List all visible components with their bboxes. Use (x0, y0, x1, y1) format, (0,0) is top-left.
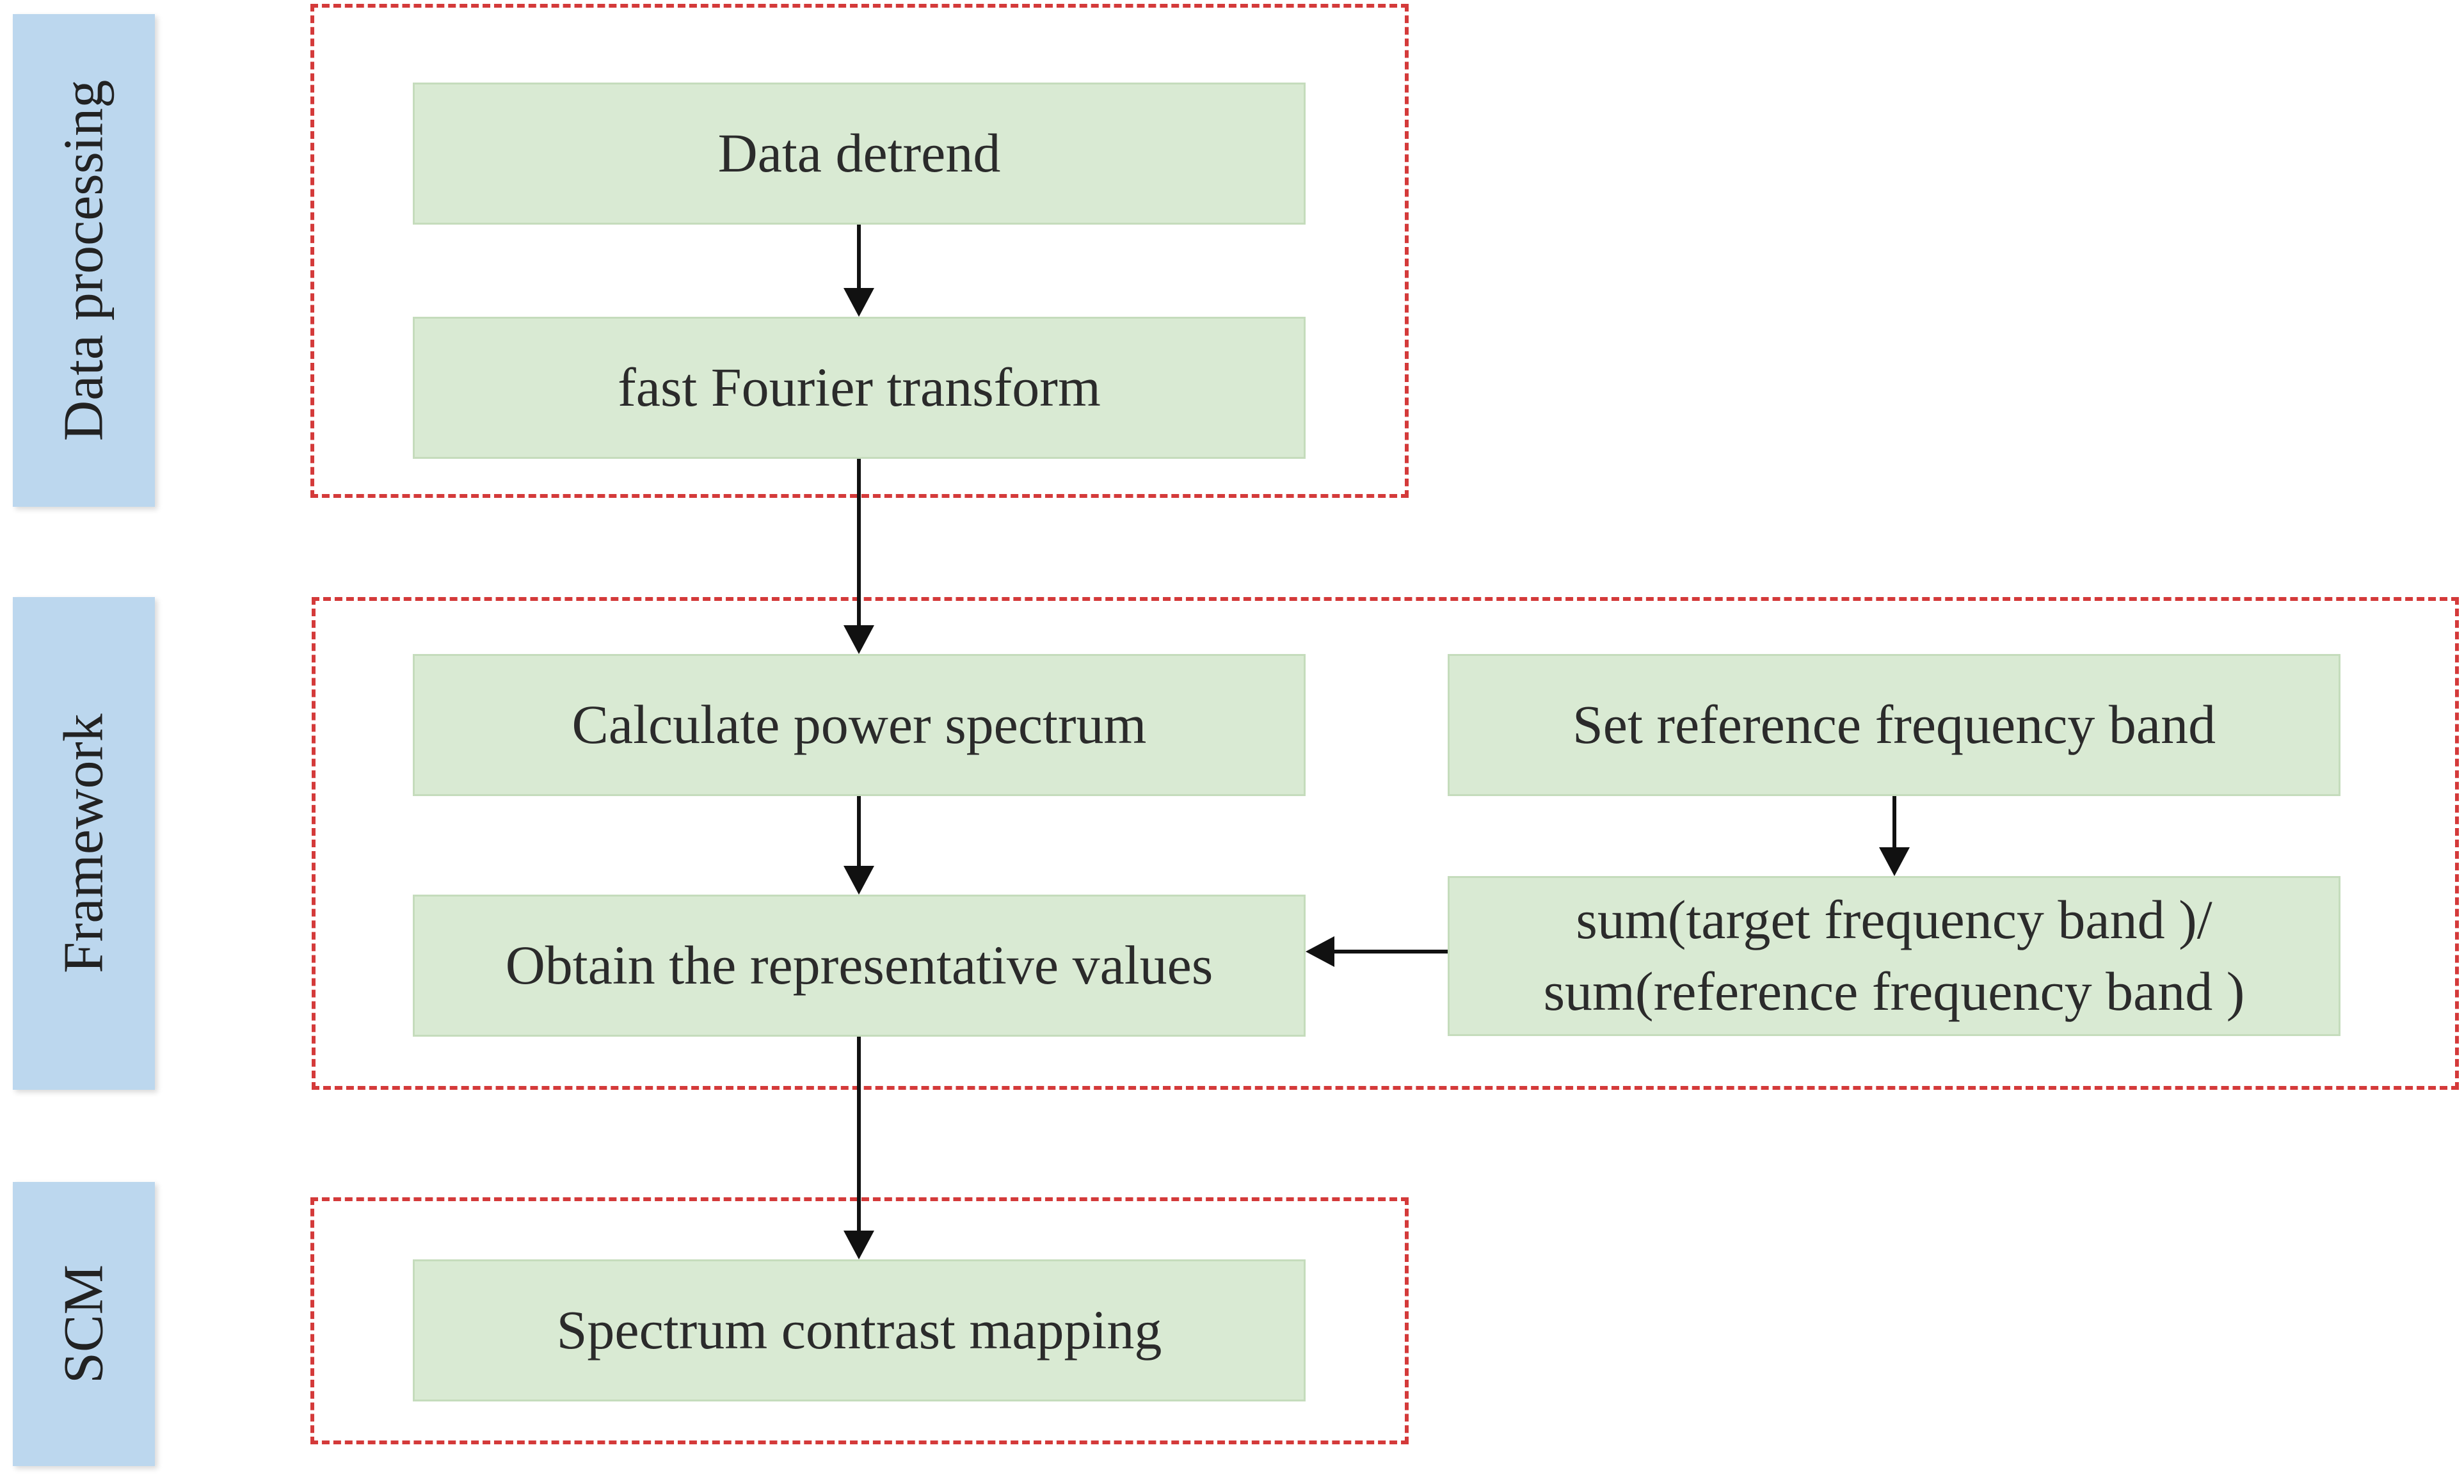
section-label-scm: SCM (13, 1182, 155, 1466)
arrowhead-ratio-to-representative-values (1306, 936, 1334, 967)
node-frequency-band-ratio: sum(target frequency band )/ sum(referen… (1448, 876, 2340, 1036)
section-label-data-processing: Data processing (13, 14, 155, 507)
node-set-reference-frequency-band: Set reference frequency band (1448, 654, 2340, 796)
node-spectrum-contrast-mapping-label: Spectrum contrast mapping (556, 1299, 1162, 1361)
arrowhead-power-spectrum-to-representative-values (844, 866, 874, 895)
node-calculate-power-spectrum-label: Calculate power spectrum (572, 694, 1147, 756)
arrowhead-representative-values-to-scm (844, 1231, 874, 1259)
node-data-detrend: Data detrend (413, 83, 1306, 225)
node-data-detrend-label: Data detrend (717, 122, 1001, 184)
node-fast-fourier-transform-label: fast Fourier transform (618, 356, 1101, 419)
node-frequency-band-ratio-line1: sum(target frequency band )/ (1576, 889, 2212, 951)
node-frequency-band-ratio-line2: sum(reference frequency band ) (1543, 961, 2245, 1022)
arrowhead-detrend-to-fft (844, 288, 874, 317)
section-label-framework: Framework (13, 597, 155, 1090)
node-obtain-representative-values-label: Obtain the representative values (505, 934, 1213, 996)
node-obtain-representative-values: Obtain the representative values (413, 895, 1306, 1037)
node-spectrum-contrast-mapping: Spectrum contrast mapping (413, 1259, 1306, 1401)
group-framework (312, 597, 2459, 1090)
arrowhead-fft-to-power-spectrum (844, 625, 874, 654)
node-fast-fourier-transform: fast Fourier transform (413, 317, 1306, 459)
node-calculate-power-spectrum: Calculate power spectrum (413, 654, 1306, 796)
node-set-reference-frequency-band-label: Set reference frequency band (1572, 694, 2216, 756)
arrowhead-reference-band-to-ratio (1879, 847, 1910, 876)
